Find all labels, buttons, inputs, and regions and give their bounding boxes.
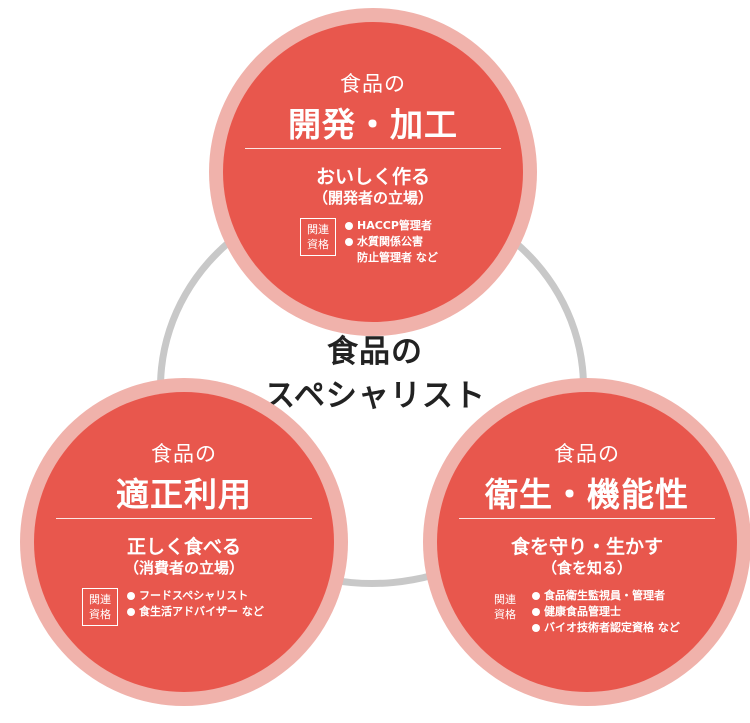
node-title: 開発・加工 (288, 105, 458, 144)
related-label-line2: 資格 (89, 608, 111, 621)
center-title-line1: 食品の (327, 334, 423, 370)
qualification-item: バイオ技術者認定資格 など (532, 620, 680, 636)
related-label-box: 関連 資格 (487, 588, 523, 626)
node-role: 食を守り・生かす (510, 536, 663, 558)
related-label-line2: 資格 (307, 238, 329, 251)
qualification-item: 水質関係公害 (345, 234, 438, 250)
node-role: 正しく食べる (126, 536, 241, 558)
qualification-list: HACCP管理者 水質関係公害 防止管理者 など (345, 218, 438, 266)
qualification-item-continued: 防止管理者 など (357, 251, 438, 264)
node-title: 適正利用 (116, 475, 252, 514)
related-qualifications: 関連 資格 食品衛生監視員・管理者 健康食品管理士 バイオ技術者認定資格 など (487, 588, 680, 636)
related-label-line1: 関連 (307, 223, 329, 236)
node-perspective: （開発者の立場） (312, 189, 433, 207)
qualification-item: 食品衛生監視員・管理者 (532, 588, 680, 604)
related-label-box: 関連 資格 (300, 218, 336, 256)
qualification-list: フードスペシャリスト 食生活アドバイザー など (127, 588, 264, 620)
qualification-item: 健康食品管理士 (532, 604, 680, 620)
qualification-list: 食品衛生監視員・管理者 健康食品管理士 バイオ技術者認定資格 など (532, 588, 680, 636)
node-divider (56, 518, 312, 519)
qualification-item: 食生活アドバイザー など (127, 604, 264, 620)
center-title-line2: スペシャリスト (264, 378, 486, 414)
related-label-box: 関連 資格 (82, 588, 118, 626)
node-prefix: 食品の (554, 442, 620, 466)
node-title: 衛生・機能性 (485, 475, 689, 514)
qualification-item: HACCP管理者 (345, 218, 438, 234)
node-proper-use: 食品の 適正利用 正しく食べる （消費者の立場） 関連 資格 フードスペシャリス… (34, 392, 334, 692)
qualification-item: フードスペシャリスト (127, 588, 264, 604)
related-label-line2: 資格 (494, 608, 516, 621)
node-prefix: 食品の (151, 442, 217, 466)
node-perspective: （消費者の立場） (123, 559, 244, 577)
related-label-line1: 関連 (89, 593, 111, 606)
node-prefix: 食品の (340, 72, 406, 96)
related-qualifications: 関連 資格 フードスペシャリスト 食生活アドバイザー など (82, 588, 264, 626)
node-divider (459, 518, 715, 519)
node-hygiene-functionality: 食品の 衛生・機能性 食を守り・生かす （食を知る） 関連 資格 食品衛生監視員… (437, 392, 737, 692)
node-development-processing: 食品の 開発・加工 おいしく作る （開発者の立場） 関連 資格 HACCP管理者… (223, 22, 523, 322)
node-perspective: （食を知る） (541, 559, 632, 577)
related-label-line1: 関連 (494, 593, 516, 606)
node-divider (245, 148, 501, 149)
related-qualifications: 関連 資格 HACCP管理者 水質関係公害 防止管理者 など (300, 218, 438, 266)
center-title: 食品の スペシャリスト (250, 330, 500, 418)
node-role: おいしく作る (315, 166, 430, 188)
